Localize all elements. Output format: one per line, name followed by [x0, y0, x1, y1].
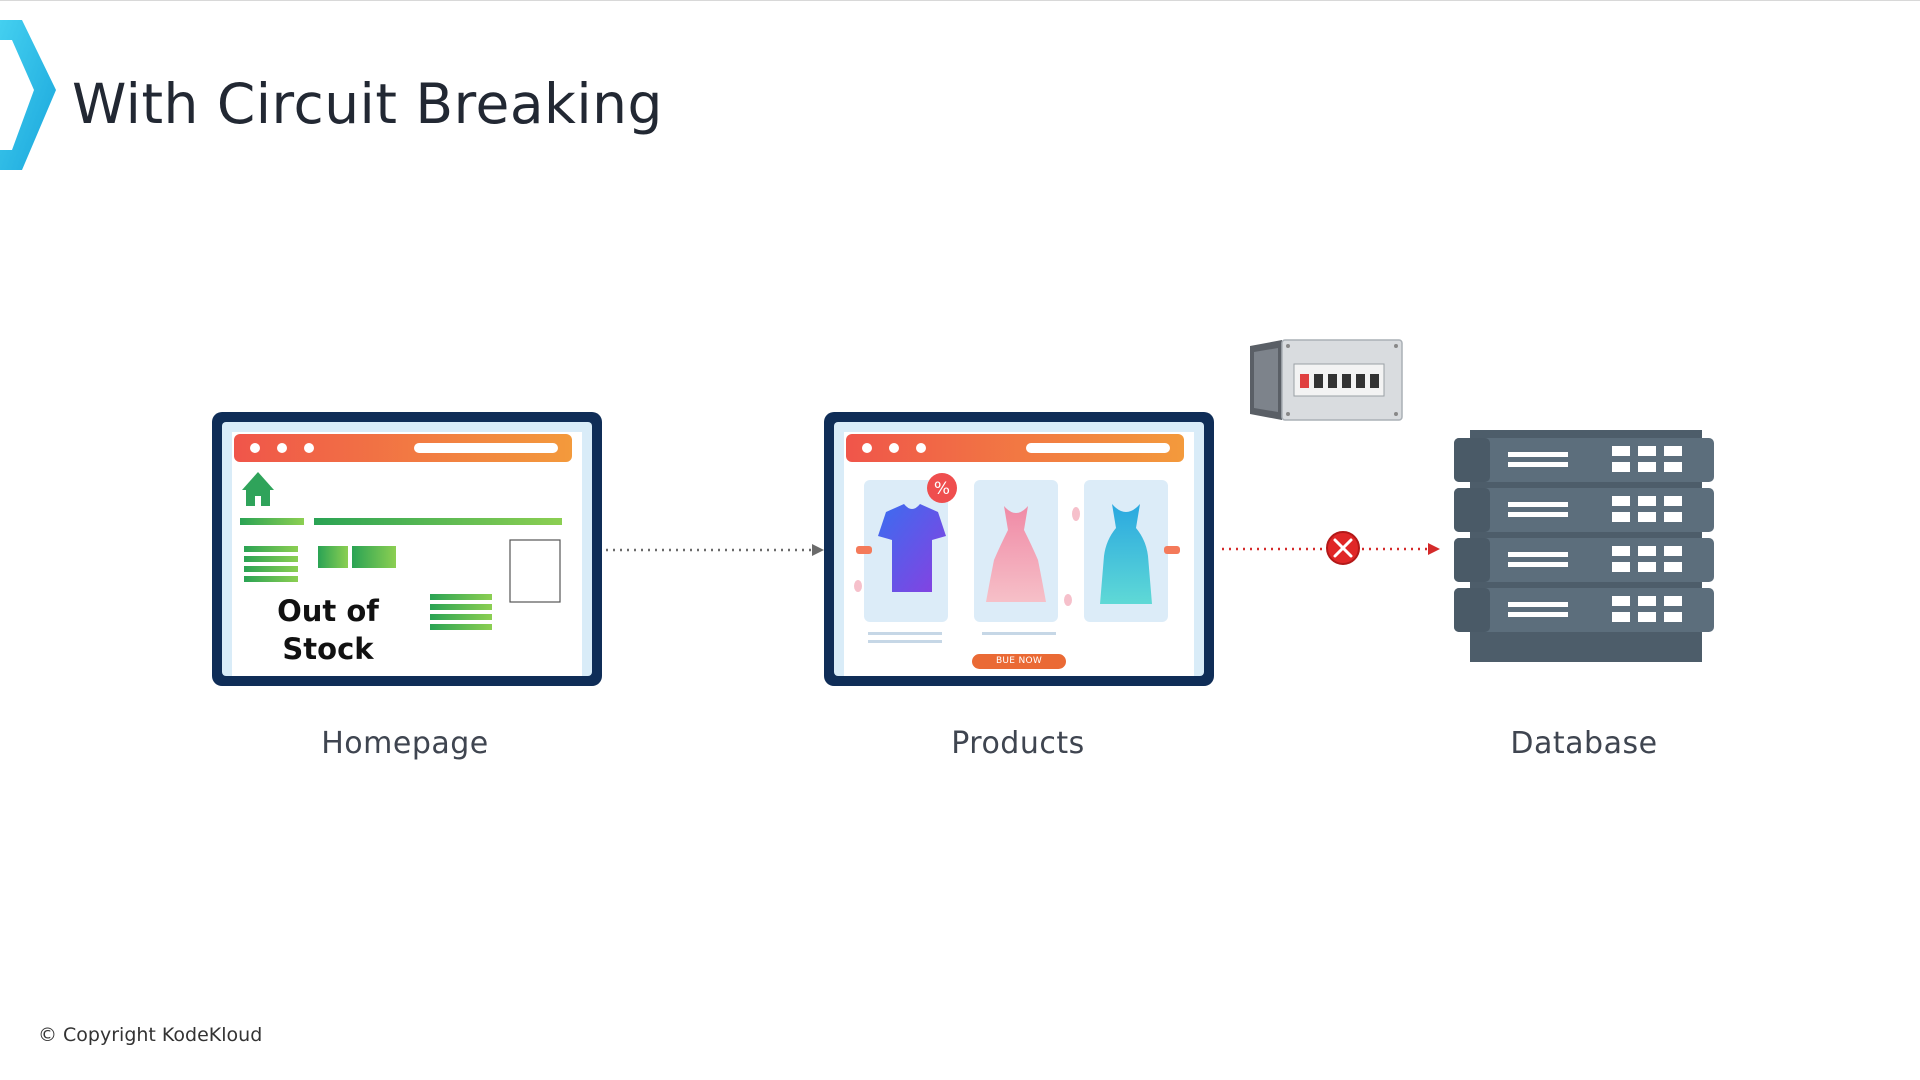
products-label: Products: [951, 726, 1085, 761]
circuit-breaker-panel-icon: [1250, 339, 1403, 421]
edge-homepage-products: [606, 544, 824, 556]
discount-badge-text: %: [934, 479, 950, 499]
tanktop-icon: [1100, 504, 1152, 604]
products-node: [824, 412, 1214, 686]
database-label: Database: [1510, 726, 1658, 761]
homepage-node: [212, 412, 602, 686]
server-rack-icon: [1454, 430, 1714, 662]
slide-title: With Circuit Breaking: [72, 72, 663, 136]
blocked-x-icon: [1326, 531, 1360, 565]
discount-badge-icon: [927, 473, 957, 503]
edge-products-database: [1222, 531, 1440, 565]
top-border: [0, 0, 1920, 1]
buy-now-button: BUE NOW: [972, 654, 1066, 669]
home-icon: [242, 472, 274, 506]
tshirt-icon: [878, 504, 946, 592]
homepage-label: Homepage: [321, 726, 489, 761]
dress-icon: [986, 506, 1046, 602]
out-of-stock-message: Out of Stock: [277, 594, 379, 666]
copyright-notice: © Copyright KodeKloud: [38, 1024, 263, 1046]
kodekloud-chevron-icon: [0, 20, 56, 170]
